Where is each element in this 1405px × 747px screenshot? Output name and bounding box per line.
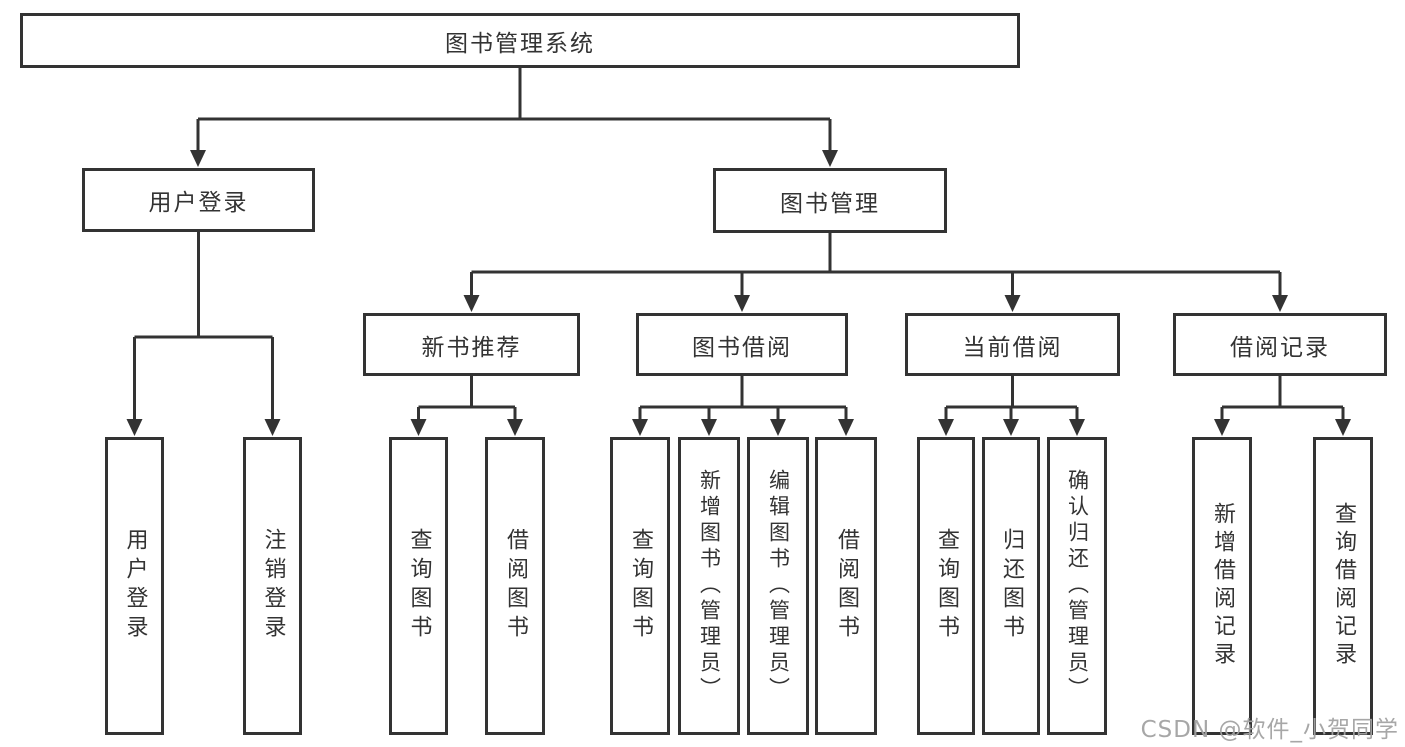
leaf-records-query-borrow-record: 查询借阅记录 <box>1313 437 1373 735</box>
leaf-borrow-add-books-admin: 新增图书（管理员） <box>678 437 740 735</box>
node-new-book-recommend: 新书推荐 <box>363 313 580 376</box>
leaf-logout: 注销登录 <box>243 437 302 735</box>
node-root-system: 图书管理系统 <box>20 13 1020 68</box>
node-book-borrow: 图书借阅 <box>636 313 848 376</box>
connector-new-book-recommend-to-leaves <box>410 376 523 436</box>
connector-borrow-records-to-leaves <box>1214 376 1351 436</box>
connector-book-borrow-to-leaves <box>632 376 854 436</box>
node-borrow-records: 借阅记录 <box>1173 313 1387 376</box>
connector-user-login-to-leaves <box>126 232 281 436</box>
leaf-current-confirm-return-admin: 确认归还（管理员） <box>1047 437 1107 735</box>
leaf-borrow-borrow-books: 借阅图书 <box>815 437 877 735</box>
leaf-recommend-query-books: 查询图书 <box>389 437 448 735</box>
leaf-borrow-query-books: 查询图书 <box>610 437 670 735</box>
leaf-current-query-books: 查询图书 <box>917 437 975 735</box>
leaf-records-add-borrow-record: 新增借阅记录 <box>1192 437 1252 735</box>
node-current-borrow: 当前借阅 <box>905 313 1120 376</box>
csdn-watermark: CSDN @软件_小贺同学 <box>1140 717 1399 743</box>
leaf-recommend-borrow-books: 借阅图书 <box>485 437 545 735</box>
connector-book-management-to-level2 <box>463 233 1288 312</box>
connector-current-borrow-to-leaves <box>938 376 1085 436</box>
node-book-management: 图书管理 <box>713 168 947 233</box>
node-user-login: 用户登录 <box>82 168 315 232</box>
leaf-user-login: 用户登录 <box>105 437 164 735</box>
leaf-borrow-edit-books-admin: 编辑图书（管理员） <box>747 437 809 735</box>
connector-root-to-level1 <box>190 68 838 167</box>
leaf-current-return-books: 归还图书 <box>982 437 1040 735</box>
